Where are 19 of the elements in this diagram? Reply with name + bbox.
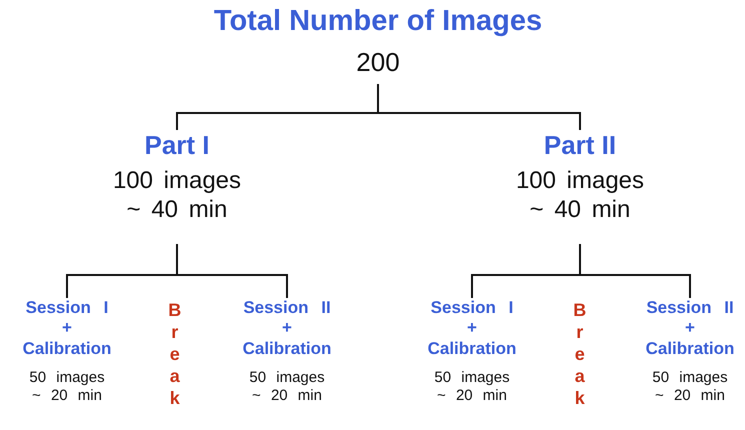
node-heading: Session I + Calibration <box>22 298 112 360</box>
node-text: 50 images ~ 20 min <box>433 369 511 406</box>
vertical-label: Break <box>573 300 586 410</box>
node-heading: Session II + Calibration <box>644 298 736 360</box>
node-heading: Session II + Calibration <box>242 298 332 360</box>
node-heading: Part II <box>542 130 618 162</box>
node-text: 50 images ~ 20 min <box>248 369 326 406</box>
node-text: 200 <box>355 46 401 78</box>
node-text: 100 images ~ 40 min <box>514 167 646 225</box>
node-heading: Part I <box>143 130 211 162</box>
node-text: 50 images ~ 20 min <box>28 369 106 406</box>
connector-line <box>176 244 288 298</box>
node-text: 100 images ~ 40 min <box>112 167 242 225</box>
node-heading: Total Number of Images <box>212 4 544 39</box>
connector-line <box>377 84 581 130</box>
node-heading: Session I + Calibration <box>426 298 518 360</box>
node-text: 50 images ~ 20 min <box>651 369 729 406</box>
vertical-label: Break <box>168 300 182 410</box>
connector-line <box>579 244 691 298</box>
